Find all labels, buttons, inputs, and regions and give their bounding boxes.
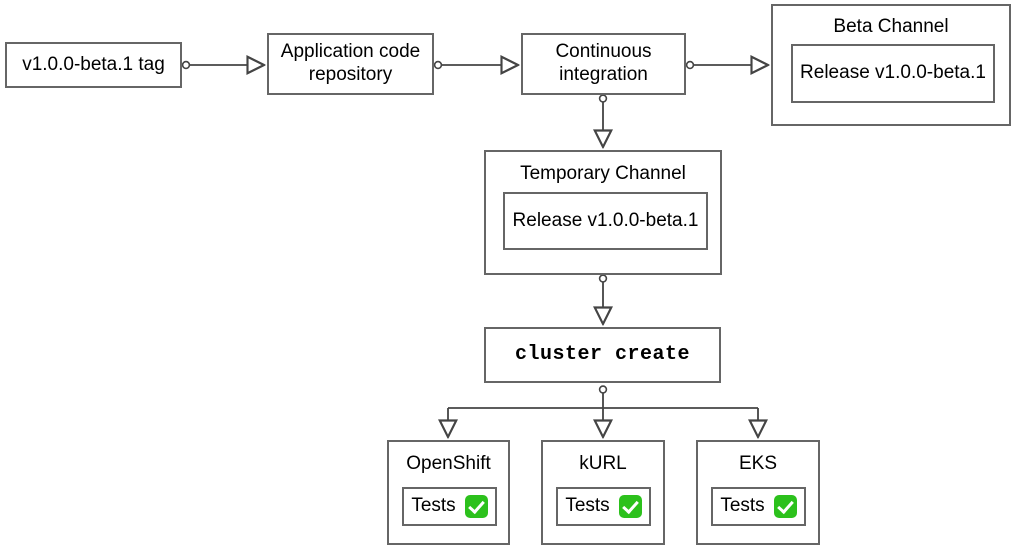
group-openshift[interactable]: OpenShift Tests bbox=[387, 440, 510, 545]
group-temporary-channel-title: Temporary Channel bbox=[520, 163, 686, 184]
check-mark-button-icon bbox=[773, 495, 797, 518]
temporary-channel-release-label: Release v1.0.0-beta.1 bbox=[512, 209, 699, 231]
node-application-code-repository-label-line2: repository bbox=[308, 64, 393, 85]
node-continuous-integration[interactable]: Continuous integration bbox=[521, 33, 686, 95]
group-beta-channel-title: Beta Channel bbox=[833, 16, 949, 37]
check-mark-button-icon bbox=[464, 495, 488, 518]
kurl-tests-box[interactable]: Tests bbox=[556, 487, 651, 526]
group-eks[interactable]: EKS Tests bbox=[696, 440, 820, 545]
check-mark-button-icon bbox=[618, 495, 642, 518]
node-continuous-integration-label-line2: integration bbox=[559, 64, 648, 85]
node-continuous-integration-label-line1: Continuous bbox=[555, 41, 652, 63]
eks-tests-label: Tests bbox=[720, 495, 765, 517]
group-openshift-title: OpenShift bbox=[406, 453, 491, 474]
group-kurl-title: kURL bbox=[579, 453, 627, 474]
group-beta-channel[interactable]: Beta Channel Release v1.0.0-beta.1 bbox=[771, 4, 1011, 126]
temporary-channel-release-box[interactable]: Release v1.0.0-beta.1 bbox=[503, 192, 708, 250]
group-temporary-channel[interactable]: Temporary Channel Release v1.0.0-beta.1 bbox=[484, 150, 722, 275]
node-application-code-repository-label-line1: Application code bbox=[280, 41, 421, 63]
node-version-tag-label: v1.0.0-beta.1 tag bbox=[22, 53, 165, 75]
node-application-code-repository[interactable]: Application code repository bbox=[267, 33, 434, 95]
openshift-tests-box[interactable]: Tests bbox=[402, 487, 497, 526]
openshift-tests-label: Tests bbox=[411, 495, 456, 517]
group-eks-title: EKS bbox=[738, 453, 778, 474]
eks-tests-box[interactable]: Tests bbox=[711, 487, 806, 526]
node-cluster-create-command-label: cluster create bbox=[514, 343, 691, 366]
beta-channel-release-box[interactable]: Release v1.0.0-beta.1 bbox=[791, 44, 995, 103]
node-cluster-create-command[interactable]: cluster create bbox=[484, 327, 721, 383]
node-version-tag[interactable]: v1.0.0-beta.1 tag bbox=[5, 42, 182, 88]
kurl-tests-label: Tests bbox=[565, 495, 610, 517]
beta-channel-release-label: Release v1.0.0-beta.1 bbox=[800, 62, 986, 84]
group-kurl[interactable]: kURL Tests bbox=[541, 440, 665, 545]
